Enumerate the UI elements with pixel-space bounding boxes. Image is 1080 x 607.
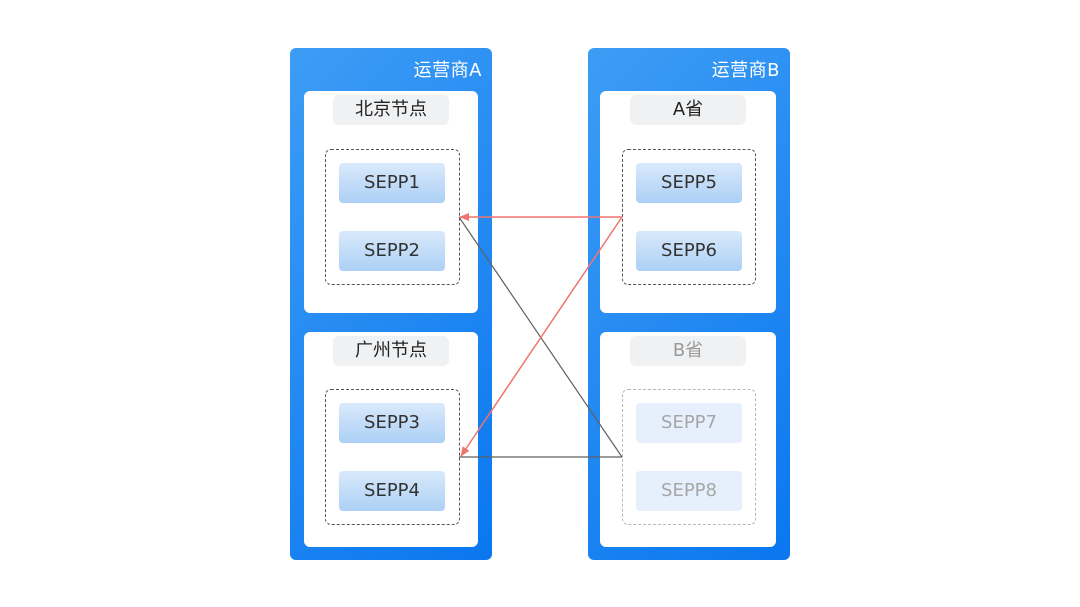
sepp3-box[interactable]: SEPP3 [339, 403, 445, 443]
sepp7-box[interactable]: SEPP7 [636, 403, 742, 443]
beijing-sepp-group: SEPP1 SEPP2 [325, 149, 460, 285]
province-b-node-label: B省 [630, 336, 746, 366]
sepp8-box[interactable]: SEPP8 [636, 471, 742, 511]
beijing-node-label: 北京节点 [333, 95, 449, 125]
province-b-node-card: B省 SEPP7 SEPP8 [600, 332, 776, 547]
sepp5-box[interactable]: SEPP5 [636, 163, 742, 203]
sepp1-box[interactable]: SEPP1 [339, 163, 445, 203]
guangzhou-node-card: 广州节点 SEPP3 SEPP4 [304, 332, 478, 547]
guangzhou-sepp-group: SEPP3 SEPP4 [325, 389, 460, 525]
operator-a-title: 运营商A [413, 60, 482, 81]
operator-b-title: 运营商B [711, 60, 780, 81]
operator-b-panel: 运营商B A省 SEPP5 SEPP6 B省 SEPP7 SEPP8 [588, 48, 790, 560]
province-a-node-label: A省 [630, 95, 746, 125]
province-a-sepp-group: SEPP5 SEPP6 [622, 149, 756, 285]
guangzhou-node-label: 广州节点 [333, 336, 449, 366]
sepp4-box[interactable]: SEPP4 [339, 471, 445, 511]
province-a-node-card: A省 SEPP5 SEPP6 [600, 91, 776, 313]
province-b-sepp-group: SEPP7 SEPP8 [622, 389, 756, 525]
operator-a-panel: 运营商A 北京节点 SEPP1 SEPP2 广州节点 SEPP3 SEPP4 [290, 48, 492, 560]
sepp2-box[interactable]: SEPP2 [339, 231, 445, 271]
beijing-node-card: 北京节点 SEPP1 SEPP2 [304, 91, 478, 313]
sepp6-box[interactable]: SEPP6 [636, 231, 742, 271]
